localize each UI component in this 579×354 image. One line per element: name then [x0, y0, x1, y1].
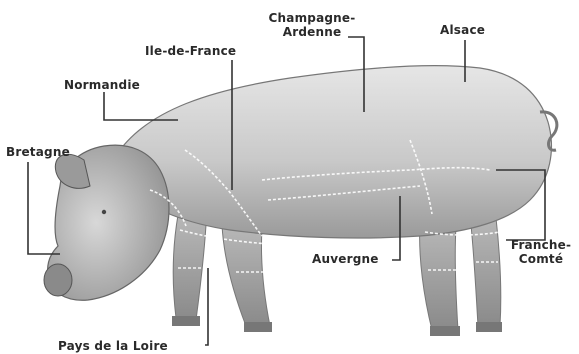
- label-alsace: Alsace: [440, 23, 485, 37]
- label-franche-line2: Comté: [504, 252, 578, 266]
- label-champagne-line2: Ardenne: [266, 25, 358, 39]
- label-auvergne: Auvergne: [312, 252, 379, 266]
- pig-body: [117, 66, 551, 238]
- label-champagne-ardenne: Champagne- Ardenne: [266, 11, 358, 39]
- label-franche-comte: Franche- Comté: [504, 238, 578, 266]
- pig-snout: [44, 264, 72, 296]
- label-franche-line1: Franche-: [504, 238, 578, 252]
- label-normandie: Normandie: [64, 78, 140, 92]
- label-pays-de-la-loire: Pays de la Loire: [58, 339, 168, 353]
- label-ile-de-france: Ile-de-France: [145, 44, 236, 58]
- label-champagne-line1: Champagne-: [266, 11, 358, 25]
- label-bretagne: Bretagne: [6, 145, 70, 159]
